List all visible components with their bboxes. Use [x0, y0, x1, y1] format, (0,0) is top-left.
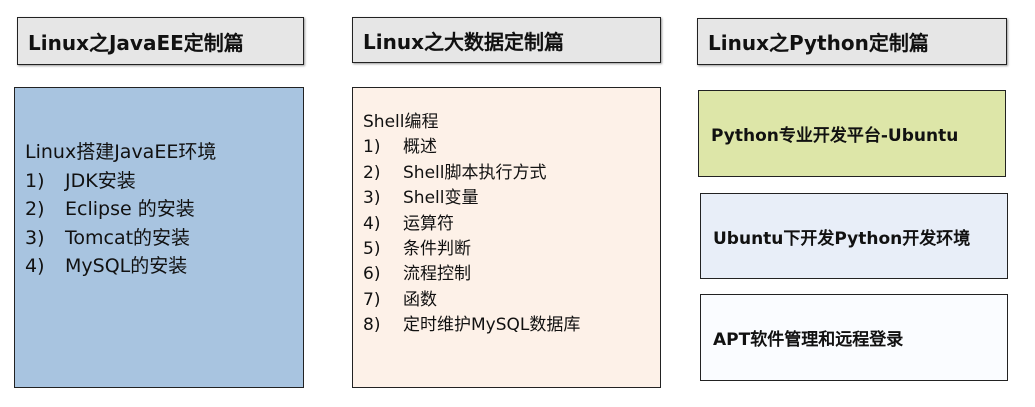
item-number: 7) [363, 289, 381, 310]
header-python: Linux之Python定制篇 [697, 18, 1007, 65]
javaee-panel: Linux搭建JavaEE环境 1) JDK安装 2) Eclipse 的安装 3)… [14, 87, 304, 388]
list-item: 1) JDK安装 [25, 167, 303, 196]
item-text: 流程控制 [403, 264, 471, 285]
item-number: 5) [363, 239, 381, 260]
list-item: 5) 条件判断 [363, 237, 660, 262]
list-item: 8) 定时维护MySQL数据库 [363, 313, 660, 338]
item-text: JDK安装 [65, 169, 136, 192]
item-number: 1) [25, 169, 45, 192]
list-item: 4) 运算符 [363, 212, 660, 237]
bigdata-panel: Shell编程 1) 概述 2) Shell脚本执行方式 3) Shell变量 4) 运… [352, 87, 661, 388]
list-item: 2) Eclipse 的安装 [25, 195, 303, 224]
python-env-box: Ubuntu下开发Python开发环境 [700, 193, 1008, 279]
item-text: 概述 [403, 137, 437, 158]
item-number: 4) [363, 213, 381, 234]
item-number: 6) [363, 264, 381, 285]
item-text: Shell脚本执行方式 [403, 162, 547, 183]
list-item: 2) Shell脚本执行方式 [363, 161, 660, 186]
javaee-title: Linux搭建JavaEE环境 [25, 141, 217, 163]
item-number: 4) [25, 255, 45, 277]
item-text: MySQL的安装 [65, 255, 188, 277]
list-item: 4) MySQL的安装 [25, 252, 303, 281]
header-bigdata: Linux之大数据定制篇 [352, 17, 661, 63]
item-number: 1) [363, 137, 381, 158]
header-javaee: Linux之JavaEE定制篇 [17, 17, 304, 65]
item-number: 8) [363, 315, 381, 336]
item-number: 3) [25, 226, 45, 249]
item-text: Eclipse 的安装 [65, 198, 195, 220]
list-item: 3) Tomcat的安装 [25, 224, 303, 253]
item-number: 2) [25, 198, 45, 220]
item-text: 条件判断 [403, 239, 471, 260]
item-number: 2) [363, 162, 381, 183]
bigdata-title: Shell编程 [363, 112, 439, 132]
item-text: Tomcat的安装 [65, 226, 191, 249]
apt-box: APT软件管理和远程登录 [700, 294, 1008, 381]
list-item: 1) 概述 [363, 135, 660, 160]
item-text: Shell变量 [403, 188, 479, 209]
list-item: 6) 流程控制 [363, 262, 660, 287]
item-text: 定时维护MySQL数据库 [403, 315, 581, 336]
item-text: 函数 [403, 289, 437, 310]
item-number: 3) [363, 188, 381, 209]
list-item: 7) 函数 [363, 288, 660, 313]
item-text: 运算符 [403, 213, 454, 234]
python-platform-box: Python专业开发平台-Ubuntu [698, 90, 1006, 177]
list-item: 3) Shell变量 [363, 186, 660, 211]
